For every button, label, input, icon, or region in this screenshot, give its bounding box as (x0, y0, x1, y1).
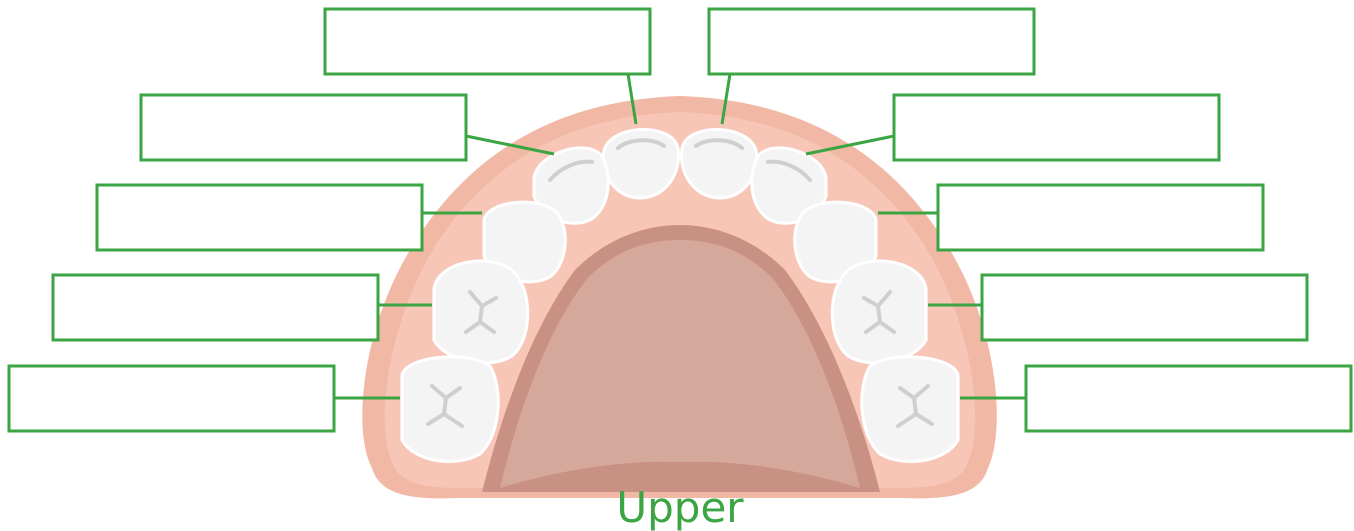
tooth-right-second-molar (862, 357, 958, 462)
label-box-left-3[interactable] (53, 275, 378, 340)
label-box-right-1[interactable] (894, 95, 1219, 160)
label-box-top-right[interactable] (709, 9, 1034, 74)
label-box-top-left[interactable] (325, 9, 650, 74)
label-box-right-4[interactable] (1026, 366, 1351, 431)
tooth-left-second-molar (402, 357, 498, 462)
label-box-left-4[interactable] (9, 366, 334, 431)
tooth-right-central-incisor (681, 129, 756, 198)
tooth-left-central-incisor (603, 129, 678, 198)
label-box-left-2[interactable] (97, 185, 422, 250)
tooth-right-first-molar (832, 261, 926, 363)
label-box-right-3[interactable] (982, 275, 1307, 340)
tooth-left-first-molar (434, 261, 528, 363)
diagram-caption: Upper (616, 483, 744, 531)
label-box-left-1[interactable] (141, 95, 466, 160)
label-box-right-2[interactable] (938, 185, 1263, 250)
